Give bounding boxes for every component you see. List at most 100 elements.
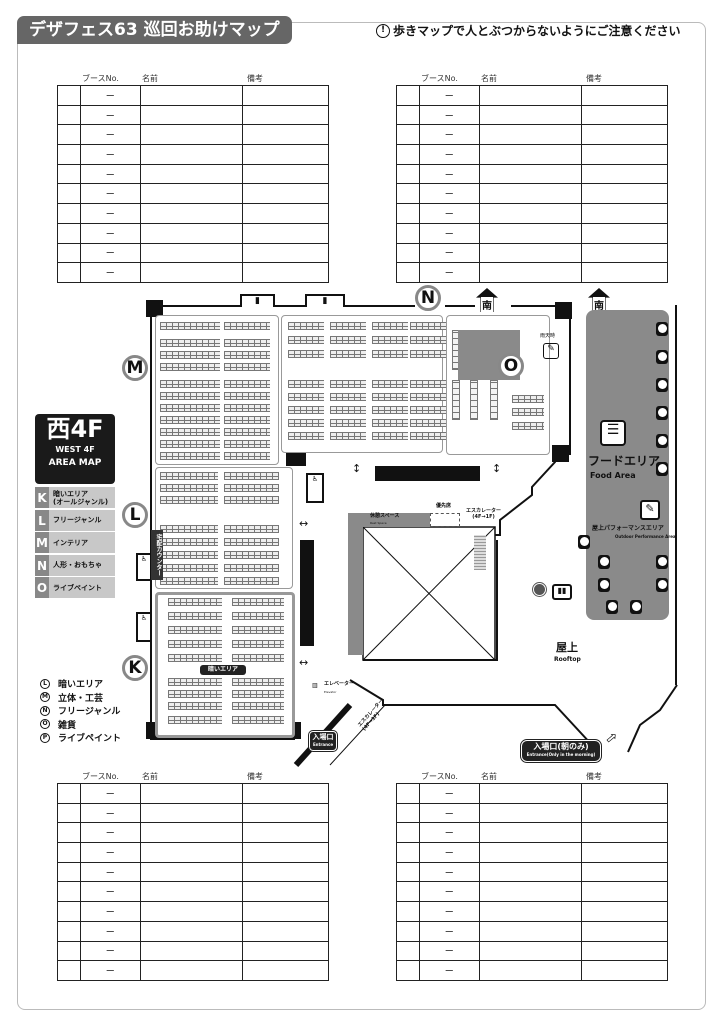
legend-key: N [35, 554, 49, 576]
rooftop-label: 屋上 [556, 641, 578, 654]
restroom-icon: ▮▮ [552, 584, 572, 600]
south-label: 南 [593, 297, 605, 312]
col-notes: 備考 [586, 772, 602, 781]
booth-row [410, 350, 446, 358]
area-map-logo: 西4F WEST 4F AREA MAP [35, 414, 115, 484]
booth-row [232, 612, 284, 620]
booth-row [168, 598, 222, 606]
restroom-icon: ♿ [136, 612, 150, 642]
rest-space-band [348, 513, 363, 655]
morning-entrance-text: 入場口(朝のみ) [533, 742, 589, 751]
booth-row [168, 654, 222, 662]
booth-row [168, 702, 222, 710]
booth-row [224, 484, 279, 492]
booth-no-cell[interactable]: ー [418, 262, 480, 283]
col-booth-no: ブースNo. [421, 74, 458, 83]
table-row: ー [396, 203, 668, 224]
pillar [555, 302, 572, 319]
booth-row [168, 626, 222, 634]
booth-row [224, 363, 270, 371]
booth-row [224, 404, 270, 412]
area-marker-k[interactable]: K [122, 655, 148, 681]
booth-row [168, 690, 222, 698]
booth-row [160, 496, 218, 504]
booth-row [160, 392, 220, 400]
partition-bar [375, 466, 480, 481]
area-marker-o[interactable]: O [498, 353, 524, 379]
food-stall-icon [606, 600, 618, 614]
entrance-text-en: Entrance [312, 742, 334, 747]
restroom-icon: ▮ [240, 294, 275, 307]
food-stall-icon [656, 322, 668, 336]
legend-label: ライブペイント [53, 583, 102, 592]
booth-row [232, 654, 284, 662]
notes-cell[interactable] [581, 960, 668, 981]
booth-row [330, 432, 366, 440]
legend-label: 暗いエリア (オールジャンル) [53, 489, 109, 506]
table-row: ー [57, 940, 329, 962]
booth-row [224, 339, 270, 347]
table-row: ー [57, 104, 329, 126]
food-stall-icon [578, 535, 590, 549]
area-marker-l[interactable]: L [122, 502, 148, 528]
booth-row [160, 404, 220, 412]
morning-entrance-label[interactable]: 入場口(朝のみ) Entrance(Only in the morning) [520, 739, 602, 763]
booth-row [288, 350, 324, 358]
booth-row [512, 422, 544, 430]
partition-bar [300, 540, 314, 646]
booth-row [232, 702, 284, 710]
col-name: 名前 [481, 772, 497, 781]
notes-cell[interactable] [242, 262, 329, 283]
priority-seat-label: 優先席 [436, 503, 452, 509]
booth-row [224, 392, 270, 400]
booth-row [224, 551, 279, 559]
booth-row [410, 406, 446, 414]
booth-row [330, 406, 366, 414]
booth-no-cell[interactable]: ー [418, 960, 480, 981]
morning-entrance-text-en: Entrance(Only in the morning) [526, 752, 596, 757]
booth-row [224, 452, 270, 460]
booth-row [224, 525, 279, 533]
booth-row [168, 612, 222, 620]
rest-space-label-en: Rest Space [370, 521, 387, 525]
area-marker-n[interactable]: N [415, 285, 441, 311]
booth-column [490, 380, 498, 420]
table-row: ー [57, 183, 329, 205]
pillar [552, 445, 569, 462]
note-table: ーーーーーーーーーー [396, 85, 668, 283]
booth-no-cell[interactable]: ー [79, 960, 141, 981]
col-booth-no: ブースNo. [82, 772, 119, 781]
food-area-label-en: Food Area [590, 471, 636, 480]
booth-column [452, 380, 460, 420]
legend-key: P [40, 732, 50, 743]
col-booth-no: ブースNo. [82, 74, 119, 83]
booth-row [168, 678, 222, 686]
booth-row [372, 432, 408, 440]
booth-row [224, 496, 279, 504]
booth-row [410, 336, 446, 344]
booth-no-cell[interactable]: ー [79, 262, 141, 283]
col-notes: 備考 [586, 74, 602, 83]
food-area-label: フードエリア [588, 454, 661, 468]
area-marker-m[interactable]: M [122, 355, 148, 381]
rain-label: 雨天時 [540, 333, 556, 339]
booth-row [232, 690, 284, 698]
notes-cell[interactable] [581, 262, 668, 283]
booth-row [160, 322, 220, 330]
booth-row [160, 380, 220, 388]
table-row: ー [57, 262, 329, 283]
booth-row [288, 380, 324, 388]
notes-cell[interactable] [242, 960, 329, 981]
legend-label: 暗いエリア [58, 680, 104, 690]
table-row: ー [396, 920, 668, 942]
note-table-bottom-right: ブースNo.名前備考ーーーーーーーーーー [396, 772, 668, 981]
table-row: ー [396, 183, 668, 205]
entrance-label[interactable]: 入場口 Entrance [308, 730, 338, 752]
south-label: 南 [481, 297, 493, 312]
restroom-icon: ▮ [305, 294, 345, 307]
booth-row [160, 452, 220, 460]
warning-icon: ! [376, 23, 390, 38]
